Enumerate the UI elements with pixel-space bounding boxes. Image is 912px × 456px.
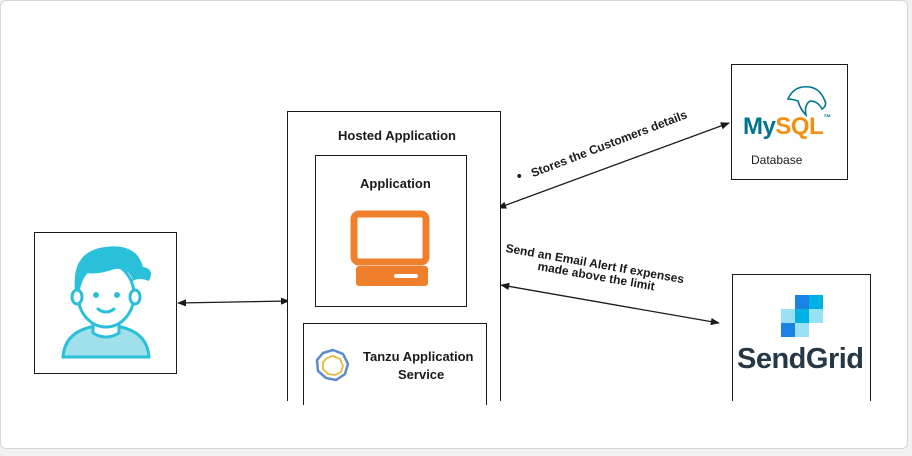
user-box	[34, 232, 177, 374]
mysql-dolphin-icon	[786, 85, 827, 118]
mysql-tm: ™	[823, 113, 831, 122]
sendgrid-box: SendGrid	[732, 274, 871, 401]
user-app-arrow	[177, 297, 290, 307]
sendgrid-wordmark: SendGrid	[737, 343, 864, 375]
mysql-logo: MySQL™	[743, 113, 831, 141]
mysql-my: My	[743, 113, 776, 140]
app-sendgrid-arrow	[500, 282, 720, 326]
application-box: Application	[315, 155, 467, 307]
tanzu-label-line2: Service	[398, 367, 445, 382]
tanzu-icon	[315, 348, 350, 382]
database-box: MySQL™ Database	[731, 64, 848, 180]
sendgrid-icon	[781, 295, 823, 337]
user-avatar-icon	[61, 246, 151, 359]
hosted-application-box: Hosted Application Application Tanzu App…	[287, 111, 501, 405]
database-label: Database	[751, 153, 803, 167]
app-database-arrow	[497, 122, 730, 209]
tanzu-label-line1: Tanzu Application	[363, 349, 474, 364]
application-title: Application	[360, 176, 431, 191]
tanzu-service-box: Tanzu Application Service	[303, 323, 487, 405]
computer-icon	[350, 210, 430, 286]
mysql-sql: SQL	[775, 113, 824, 140]
hosted-application-title: Hosted Application	[338, 128, 456, 143]
